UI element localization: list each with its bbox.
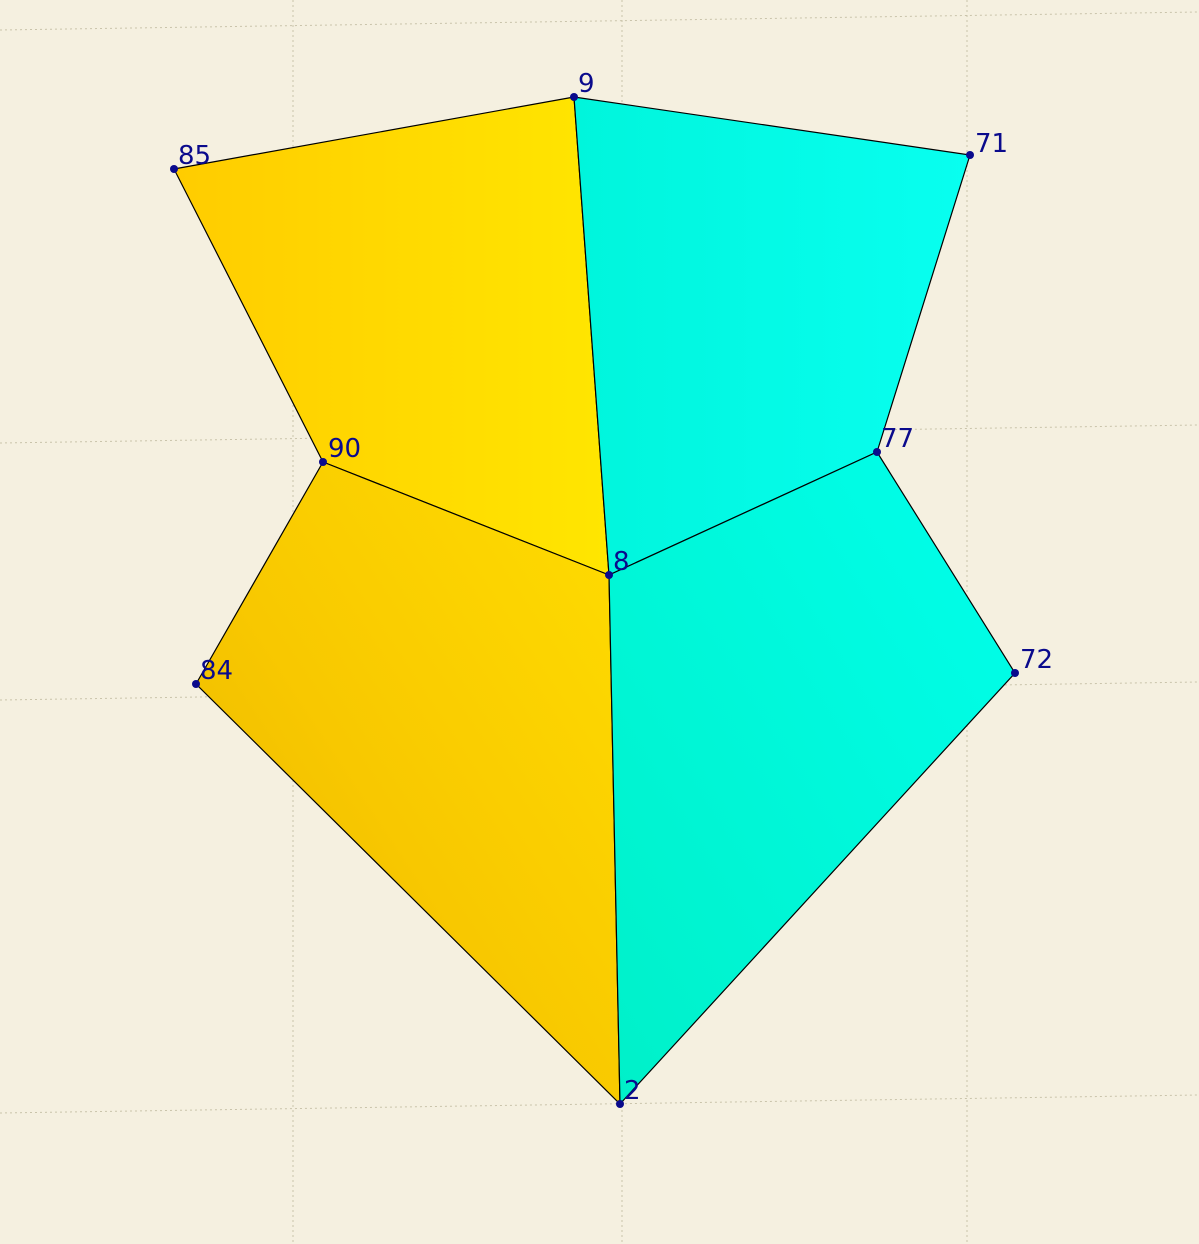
vertex-label: 90 xyxy=(328,434,361,464)
vertex-9: 9 xyxy=(570,69,595,101)
grid-line xyxy=(0,1094,1199,1114)
grid-line xyxy=(0,11,1199,31)
vertex-dot xyxy=(873,448,881,456)
vertex-77: 77 xyxy=(873,424,914,456)
mesh-faces xyxy=(173,96,1016,1106)
vertex-dot xyxy=(192,680,200,688)
vertex-dot xyxy=(570,93,578,101)
vertex-72: 72 xyxy=(1011,645,1053,677)
vertex-dot xyxy=(966,151,974,159)
vertex-label: 71 xyxy=(975,129,1008,159)
vertex-dot xyxy=(1011,669,1019,677)
face-lower-left xyxy=(195,461,621,1106)
vertex-85: 85 xyxy=(170,141,211,173)
vertex-label: 85 xyxy=(178,141,211,171)
vertex-2: 2 xyxy=(616,1076,641,1108)
vertex-dot xyxy=(170,165,178,173)
vertex-label: 9 xyxy=(578,69,595,99)
mesh-vertices: 9 85 71 90 77 8 84 72 xyxy=(170,69,1053,1108)
vertex-dot xyxy=(319,458,327,466)
vertex-label: 8 xyxy=(613,547,630,577)
vertex-71: 71 xyxy=(966,129,1008,159)
vertex-90: 90 xyxy=(319,434,361,466)
face-lower-right xyxy=(608,451,1016,1106)
vertex-dot xyxy=(605,571,613,579)
vertex-8: 8 xyxy=(605,547,630,579)
vertex-label: 72 xyxy=(1020,645,1053,675)
vertex-84: 84 xyxy=(192,656,233,688)
vertex-label: 2 xyxy=(624,1076,641,1106)
vertex-label: 84 xyxy=(200,656,233,686)
vertex-dot xyxy=(616,1100,624,1108)
vertex-label: 77 xyxy=(881,424,914,454)
